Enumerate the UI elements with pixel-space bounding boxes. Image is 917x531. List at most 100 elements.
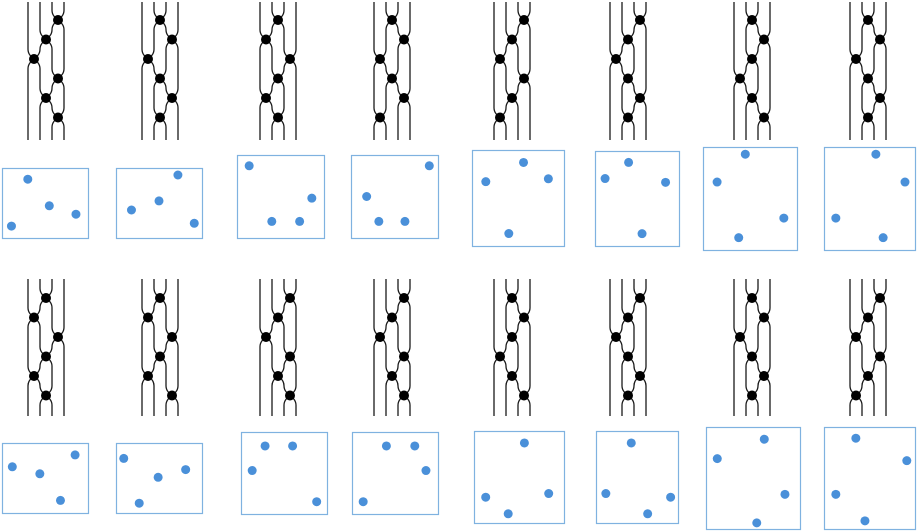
- crossing-node-r0-c5-3: [623, 73, 633, 84]
- crossing-node-r0-c5-1: [623, 34, 633, 45]
- point-r0-c5-0: [600, 174, 610, 184]
- point-box-r0-c0: [1, 167, 90, 240]
- point-r0-c4-0: [481, 177, 491, 187]
- crossing-node-r0-c6-4: [747, 93, 757, 103]
- crossing-node-r0-c4-2: [495, 54, 505, 64]
- point-r1-c7-0: [851, 433, 861, 443]
- crossing-node-r1-c6-3: [747, 351, 757, 362]
- point-box-r0-c6: [702, 146, 799, 252]
- crossing-node-r0-c7-1: [875, 34, 885, 45]
- braid-strand-r0-c1-2: [141, 2, 167, 140]
- braid-strand-r1-c7-0: [849, 279, 875, 416]
- crossing-node-r1-c2-4: [273, 371, 283, 381]
- point-r1-c3-3: [421, 466, 431, 476]
- crossing-node-r1-c0-5: [41, 390, 51, 401]
- crossing-node-r1-c0-2: [53, 332, 63, 342]
- crossing-node-r0-c2-1: [261, 34, 271, 45]
- crossing-node-r0-c3-1: [399, 34, 409, 45]
- crossing-node-r0-c3-0: [387, 15, 397, 25]
- braid-strand-r1-c0-1: [39, 279, 65, 416]
- crossing-node-r0-c4-5: [495, 112, 505, 123]
- crossing-node-r1-c0-0: [41, 293, 51, 303]
- crossing-node-r0-c3-3: [387, 73, 397, 84]
- crossing-node-r0-c0-2: [29, 54, 39, 64]
- point-r1-c4-0: [481, 492, 491, 502]
- point-r1-c2-3: [312, 497, 322, 507]
- point-r0-c7-0: [871, 149, 881, 159]
- braid-strand-r1-c7-1: [861, 279, 887, 416]
- crossing-node-r0-c1-1: [167, 34, 177, 45]
- crossing-node-r0-c6-0: [747, 15, 757, 25]
- crossing-node-r1-c4-2: [507, 332, 517, 342]
- crossing-node-r1-c0-1: [29, 312, 39, 323]
- point-r1-c4-1: [519, 438, 529, 448]
- point-box-r1-c6: [705, 426, 802, 531]
- point-r1-c7-2: [831, 489, 841, 499]
- crossing-nodes-layer: [29, 15, 885, 401]
- point-r0-c3-0: [362, 192, 372, 201]
- point-r0-c6-3: [734, 233, 744, 243]
- crossing-node-r1-c3-3: [399, 351, 409, 362]
- point-r1-c2-2: [288, 441, 298, 451]
- point-box-r0-c7: [823, 146, 917, 252]
- crossing-node-r0-c1-5: [155, 112, 165, 123]
- point-r0-c5-1: [624, 157, 634, 167]
- crossing-node-r0-c1-0: [155, 15, 165, 25]
- crossing-node-r0-c3-4: [399, 93, 409, 103]
- point-r1-c2-1: [260, 441, 270, 451]
- point-r0-c3-2: [400, 216, 410, 226]
- point-r1-c3-2: [410, 441, 420, 451]
- point-r1-c6-2: [780, 489, 790, 499]
- crossing-node-r1-c7-4: [863, 371, 873, 381]
- crossing-node-r0-c7-3: [863, 73, 873, 84]
- crossing-node-r1-c4-1: [519, 312, 529, 323]
- crossing-node-r1-c4-4: [507, 371, 517, 381]
- braid-strand-r0-c4-0: [493, 2, 519, 140]
- point-r1-c6-0: [712, 454, 722, 464]
- crossing-node-r0-c2-3: [273, 73, 283, 84]
- crossing-node-r0-c4-4: [507, 93, 517, 103]
- crossing-node-r1-c6-5: [747, 390, 757, 401]
- crossing-node-r1-c7-1: [863, 312, 873, 323]
- point-box-r1-c5: [595, 430, 680, 525]
- crossing-node-r0-c4-3: [519, 73, 529, 84]
- crossing-node-r0-c1-2: [143, 54, 153, 64]
- crossing-node-r1-c6-1: [759, 312, 769, 323]
- crossing-node-r0-c6-3: [735, 73, 745, 84]
- braid-strand-r0-c2-1: [271, 2, 297, 140]
- crossing-node-r1-c1-0: [155, 293, 165, 303]
- point-r0-c1-1: [154, 196, 164, 206]
- point-box-r0-c5: [594, 150, 681, 248]
- crossing-node-r1-c7-2: [851, 332, 861, 342]
- crossing-node-r0-c3-2: [375, 54, 385, 64]
- crossing-node-r0-c7-4: [875, 93, 885, 103]
- point-r1-c5-2: [666, 492, 676, 502]
- crossing-node-r0-c5-0: [635, 15, 645, 25]
- point-r1-c3-1: [381, 441, 391, 451]
- point-r0-c4-3: [504, 229, 514, 239]
- point-r1-c6-1: [759, 434, 769, 444]
- crossing-node-r0-c2-5: [273, 112, 283, 123]
- crossing-node-r0-c7-5: [863, 112, 873, 123]
- crossing-node-r0-c7-2: [851, 54, 861, 64]
- crossing-node-r0-c1-3: [155, 73, 165, 84]
- point-r0-c5-3: [637, 229, 647, 239]
- point-r0-c1-2: [173, 170, 183, 180]
- crossing-node-r1-c4-3: [495, 351, 505, 362]
- point-r0-c2-1: [267, 216, 277, 226]
- crossing-node-r1-c7-0: [875, 293, 885, 303]
- point-r0-c6-0: [712, 177, 722, 187]
- point-r0-c7-2: [831, 213, 841, 223]
- crossing-node-r1-c2-5: [285, 390, 295, 401]
- crossing-node-r1-c5-2: [611, 332, 621, 342]
- point-r1-c1-3: [134, 498, 144, 508]
- point-r1-c7-3: [860, 516, 870, 526]
- point-box-r1-c7: [823, 426, 917, 531]
- point-box-r1-c4: [473, 430, 566, 525]
- point-r0-c4-2: [543, 174, 553, 184]
- crossing-node-r0-c7-0: [863, 15, 873, 25]
- point-r1-c1-2: [181, 465, 191, 475]
- crossing-node-r0-c0-3: [53, 73, 63, 84]
- point-r1-c5-1: [626, 438, 636, 448]
